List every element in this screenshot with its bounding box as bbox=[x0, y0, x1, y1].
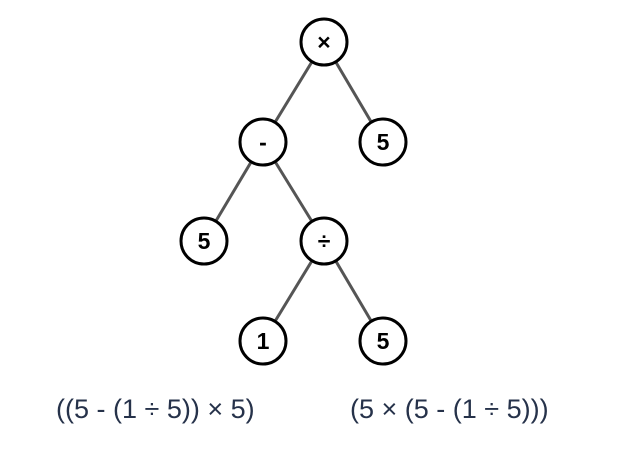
node-circle bbox=[238, 316, 288, 366]
node-circle bbox=[179, 216, 229, 266]
tree-node: ÷ bbox=[299, 216, 349, 266]
tree-node: × bbox=[299, 17, 349, 67]
expression-left: ((5 - (1 ÷ 5)) × 5) bbox=[56, 394, 255, 424]
node-label: 5 bbox=[198, 228, 211, 254]
tree-node: 5 bbox=[179, 216, 229, 266]
node-circle bbox=[358, 316, 408, 366]
expression-right: (5 × (5 - (1 ÷ 5))) bbox=[350, 394, 549, 424]
tree-node: - bbox=[238, 117, 288, 167]
tree-node: 5 bbox=[358, 316, 408, 366]
node-label: 1 bbox=[257, 328, 270, 354]
node-label: - bbox=[259, 129, 267, 155]
node-label: × bbox=[317, 29, 330, 55]
tree-node: 1 bbox=[238, 316, 288, 366]
tree-node: 5 bbox=[358, 117, 408, 167]
node-circle bbox=[299, 17, 349, 67]
node-label: 5 bbox=[377, 129, 390, 155]
node-label: ÷ bbox=[318, 228, 331, 254]
node-circle bbox=[299, 216, 349, 266]
node-circle bbox=[358, 117, 408, 167]
node-circle bbox=[238, 117, 288, 167]
node-label: 5 bbox=[377, 328, 390, 354]
